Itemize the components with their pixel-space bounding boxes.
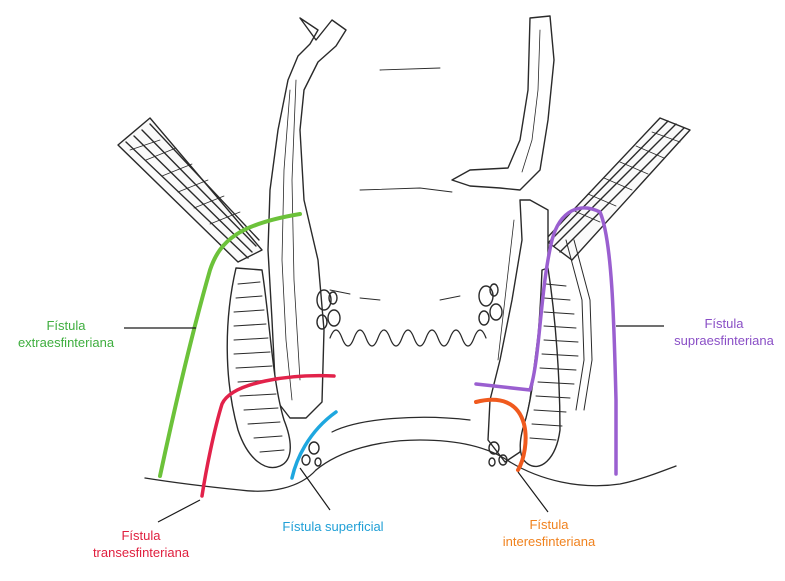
label-trans-line1: Fístula	[82, 527, 200, 544]
label-trans-line2: transesfinteriana	[82, 544, 200, 561]
leader-superficial	[300, 468, 330, 510]
label-inter-line1: Fístula	[488, 516, 610, 533]
label-transesfinteriana: Fístula transesfinteriana	[82, 527, 200, 561]
leader-inter	[518, 472, 548, 512]
label-extra-line1: Fístula	[12, 317, 120, 334]
label-supraesfinteriana: Fístula supraesfinteriana	[664, 315, 784, 349]
leader-lines	[124, 326, 690, 522]
label-inter-line2: interesfinteriana	[488, 533, 610, 550]
label-extra-line2: extraesfinteriana	[12, 334, 120, 351]
label-superficial-line1: Fístula superficial	[262, 518, 404, 535]
label-superficial: Fístula superficial	[262, 518, 404, 535]
label-supra-line2: supraesfinteriana	[664, 332, 784, 349]
leader-trans	[158, 500, 200, 522]
superficial-path	[292, 412, 336, 478]
label-supra-line1: Fístula	[664, 315, 784, 332]
anatomy-drawing	[118, 16, 690, 491]
label-extraesfinteriana: Fístula extraesfinteriana	[12, 317, 120, 351]
label-interesfinteriana: Fístula interesfinteriana	[488, 516, 610, 550]
